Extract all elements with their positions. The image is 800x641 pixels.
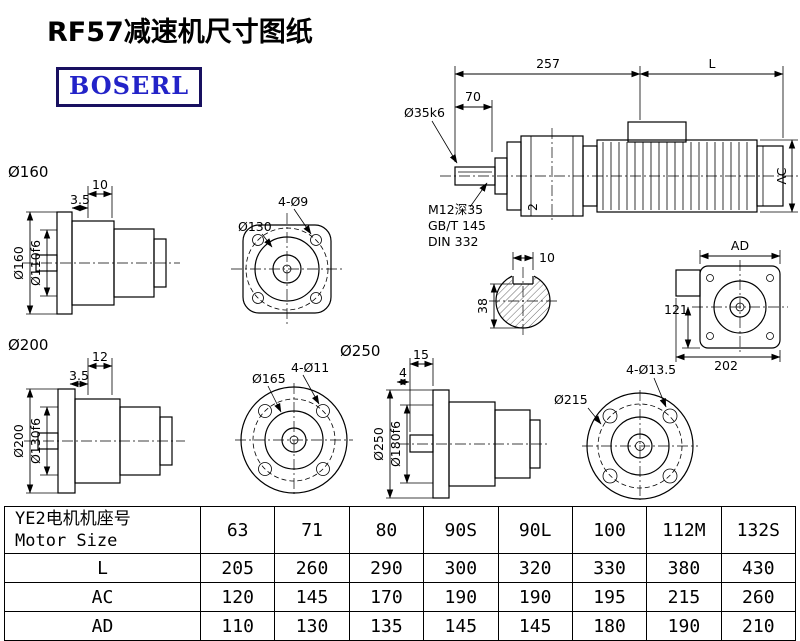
- value-cell: 190: [497, 582, 573, 612]
- motor-rear-view: AD 121 202: [664, 238, 788, 373]
- value-cell: 130: [274, 611, 350, 641]
- value-cell: 190: [423, 582, 499, 612]
- main-assembly-view: 257 L 70 Ø35k6 AC 2 M12深35 GB/T 145 DIN …: [404, 56, 798, 249]
- value-cell: 110: [199, 611, 276, 641]
- flange130-front-view: Ø130 4-Ø9: [231, 194, 343, 325]
- dim-38: 38: [475, 298, 490, 314]
- value-cell: 145: [274, 582, 350, 612]
- dim-outer-200: Ø200: [11, 424, 26, 458]
- dim-spigot-110: Ø110f6: [28, 240, 43, 286]
- shaft-key-section-view: 10 38: [475, 250, 557, 335]
- dim-outer-160: Ø160: [11, 246, 26, 280]
- dim-bolt-circle-165: Ø165: [252, 371, 286, 386]
- flange165-front-view: Ø165 4-Ø11: [235, 360, 353, 497]
- terminal-box-profile: [675, 269, 701, 297]
- dim-3-5: 3.5: [70, 192, 90, 207]
- dim-L: L: [709, 56, 716, 71]
- value-cell: 330: [571, 553, 648, 583]
- value-cell: 120: [199, 582, 276, 612]
- size-col-header: 80: [348, 506, 425, 554]
- dim-outer-250: Ø250: [371, 427, 386, 461]
- flange250-side-view: 15 4 Ø250 Ø180f6: [371, 347, 548, 499]
- value-cell: 215: [646, 582, 722, 612]
- terminal-box: [627, 121, 687, 143]
- value-cell: 430: [720, 553, 797, 583]
- dim-holes-4x13-5: 4-Ø13.5: [626, 362, 676, 377]
- size-col-header: 90S: [423, 506, 499, 554]
- dim-70: 70: [465, 89, 481, 104]
- dim-257: 257: [536, 56, 560, 71]
- value-cell: 195: [571, 582, 648, 612]
- table-row-L: L 205 260 290 300 320 330 380 430: [4, 553, 797, 583]
- thread-note-line3: DIN 332: [428, 234, 479, 249]
- dim-key-width-10: 10: [539, 250, 555, 265]
- size-col-header: 112M: [646, 506, 722, 554]
- brand-logo-text: BOSERL: [69, 71, 190, 100]
- value-cell: 180: [571, 611, 648, 641]
- dim-12: 12: [92, 349, 108, 364]
- dim-4: 4: [399, 365, 407, 380]
- value-cell: 380: [646, 553, 722, 583]
- value-cell: 170: [348, 582, 425, 612]
- row-label: AC: [4, 582, 201, 612]
- motor-size-header-en: Motor Size: [15, 531, 118, 551]
- value-cell: 205: [199, 553, 276, 583]
- dim-bolt-circle-130: Ø130: [238, 219, 272, 234]
- value-cell: 145: [497, 611, 573, 641]
- row-label: L: [4, 553, 201, 583]
- view-label-250: Ø250: [340, 342, 380, 360]
- view-label-200: Ø200: [8, 336, 48, 354]
- flange160-side-view: Ø160 10 3.5 Ø160 Ø110f6: [8, 163, 180, 315]
- dimension-table: YE2电机机座号 Motor Size 63 71 80 90S 90L 100…: [4, 506, 797, 641]
- value-cell: 260: [274, 553, 350, 583]
- fan-cover: [756, 145, 784, 207]
- motor-fins: [602, 142, 748, 210]
- dim-holes-4x9: 4-Ø9: [278, 194, 308, 209]
- thread-note-line2: GB/T 145: [428, 218, 486, 233]
- flange200-side-view: Ø200 12 3.5 Ø200 Ø130f6: [8, 336, 185, 494]
- value-cell: 260: [720, 582, 797, 612]
- dim-15: 15: [413, 347, 429, 362]
- value-cell: 190: [646, 611, 722, 641]
- dim-spigot-180: Ø180f6: [388, 421, 403, 467]
- keyway-dim-2: 2: [525, 203, 540, 211]
- size-col-header: 132S: [720, 506, 797, 554]
- thread-note-line1: M12深35: [428, 202, 483, 217]
- shaft-dia-label: Ø35k6: [404, 105, 445, 120]
- dim-AC: AC: [774, 167, 789, 184]
- size-col-header: 63: [199, 506, 276, 554]
- dim-AD: AD: [731, 238, 749, 253]
- value-cell: 300: [423, 553, 499, 583]
- value-cell: 210: [720, 611, 797, 641]
- value-cell: 320: [497, 553, 573, 583]
- brand-logo: BOSERL: [56, 67, 203, 107]
- value-cell: 135: [348, 611, 425, 641]
- dim-bolt-circle-215: Ø215: [554, 392, 588, 407]
- technical-drawing: 257 L 70 Ø35k6 AC 2 M12深35 GB/T 145 DIN …: [8, 56, 798, 500]
- value-cell: 145: [423, 611, 499, 641]
- page-title: RF57减速机尺寸图纸: [47, 17, 313, 48]
- size-col-header: 100: [571, 506, 648, 554]
- dim-202: 202: [714, 358, 738, 373]
- motor-size-header: YE2电机机座号 Motor Size: [4, 506, 201, 554]
- size-col-header: 71: [274, 506, 350, 554]
- motor-size-header-cn: YE2电机机座号: [15, 509, 131, 529]
- dim-holes-4x11: 4-Ø11: [291, 360, 329, 375]
- table-header-row: YE2电机机座号 Motor Size 63 71 80 90S 90L 100…: [4, 506, 797, 554]
- table-row-AC: AC 120 145 170 190 190 195 215 260: [4, 582, 797, 612]
- size-col-header: 90L: [497, 506, 573, 554]
- table-row-AD: AD 110 130 135 145 145 180 190 210: [4, 611, 797, 641]
- dim-10: 10: [92, 177, 108, 192]
- view-label-160: Ø160: [8, 163, 48, 181]
- value-cell: 290: [348, 553, 425, 583]
- flange215-front-view: 4-Ø13.5 Ø215: [554, 362, 698, 500]
- dim-spigot-130: Ø130f6: [28, 418, 43, 464]
- dim-3-5b: 3.5: [69, 368, 89, 383]
- row-label: AD: [4, 611, 201, 641]
